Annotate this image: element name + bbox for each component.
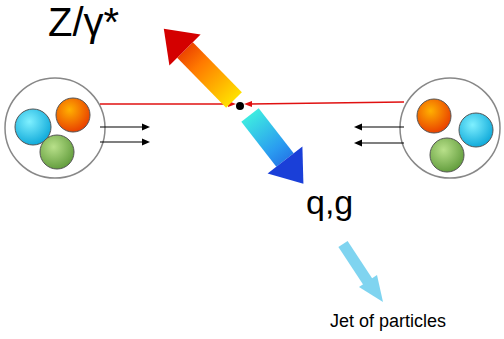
jet-label: Jet of particles — [330, 312, 446, 332]
interaction-point — [236, 102, 244, 110]
parton-arrow — [250, 115, 303, 184]
parton-label: q,g — [306, 184, 353, 221]
right-proton — [354, 78, 500, 178]
left-proton — [5, 78, 150, 178]
boson-label: Z/γ* — [48, 0, 119, 44]
boson-arrow — [164, 29, 234, 100]
beam-lines — [100, 101, 404, 107]
jet-arrow — [343, 244, 383, 302]
